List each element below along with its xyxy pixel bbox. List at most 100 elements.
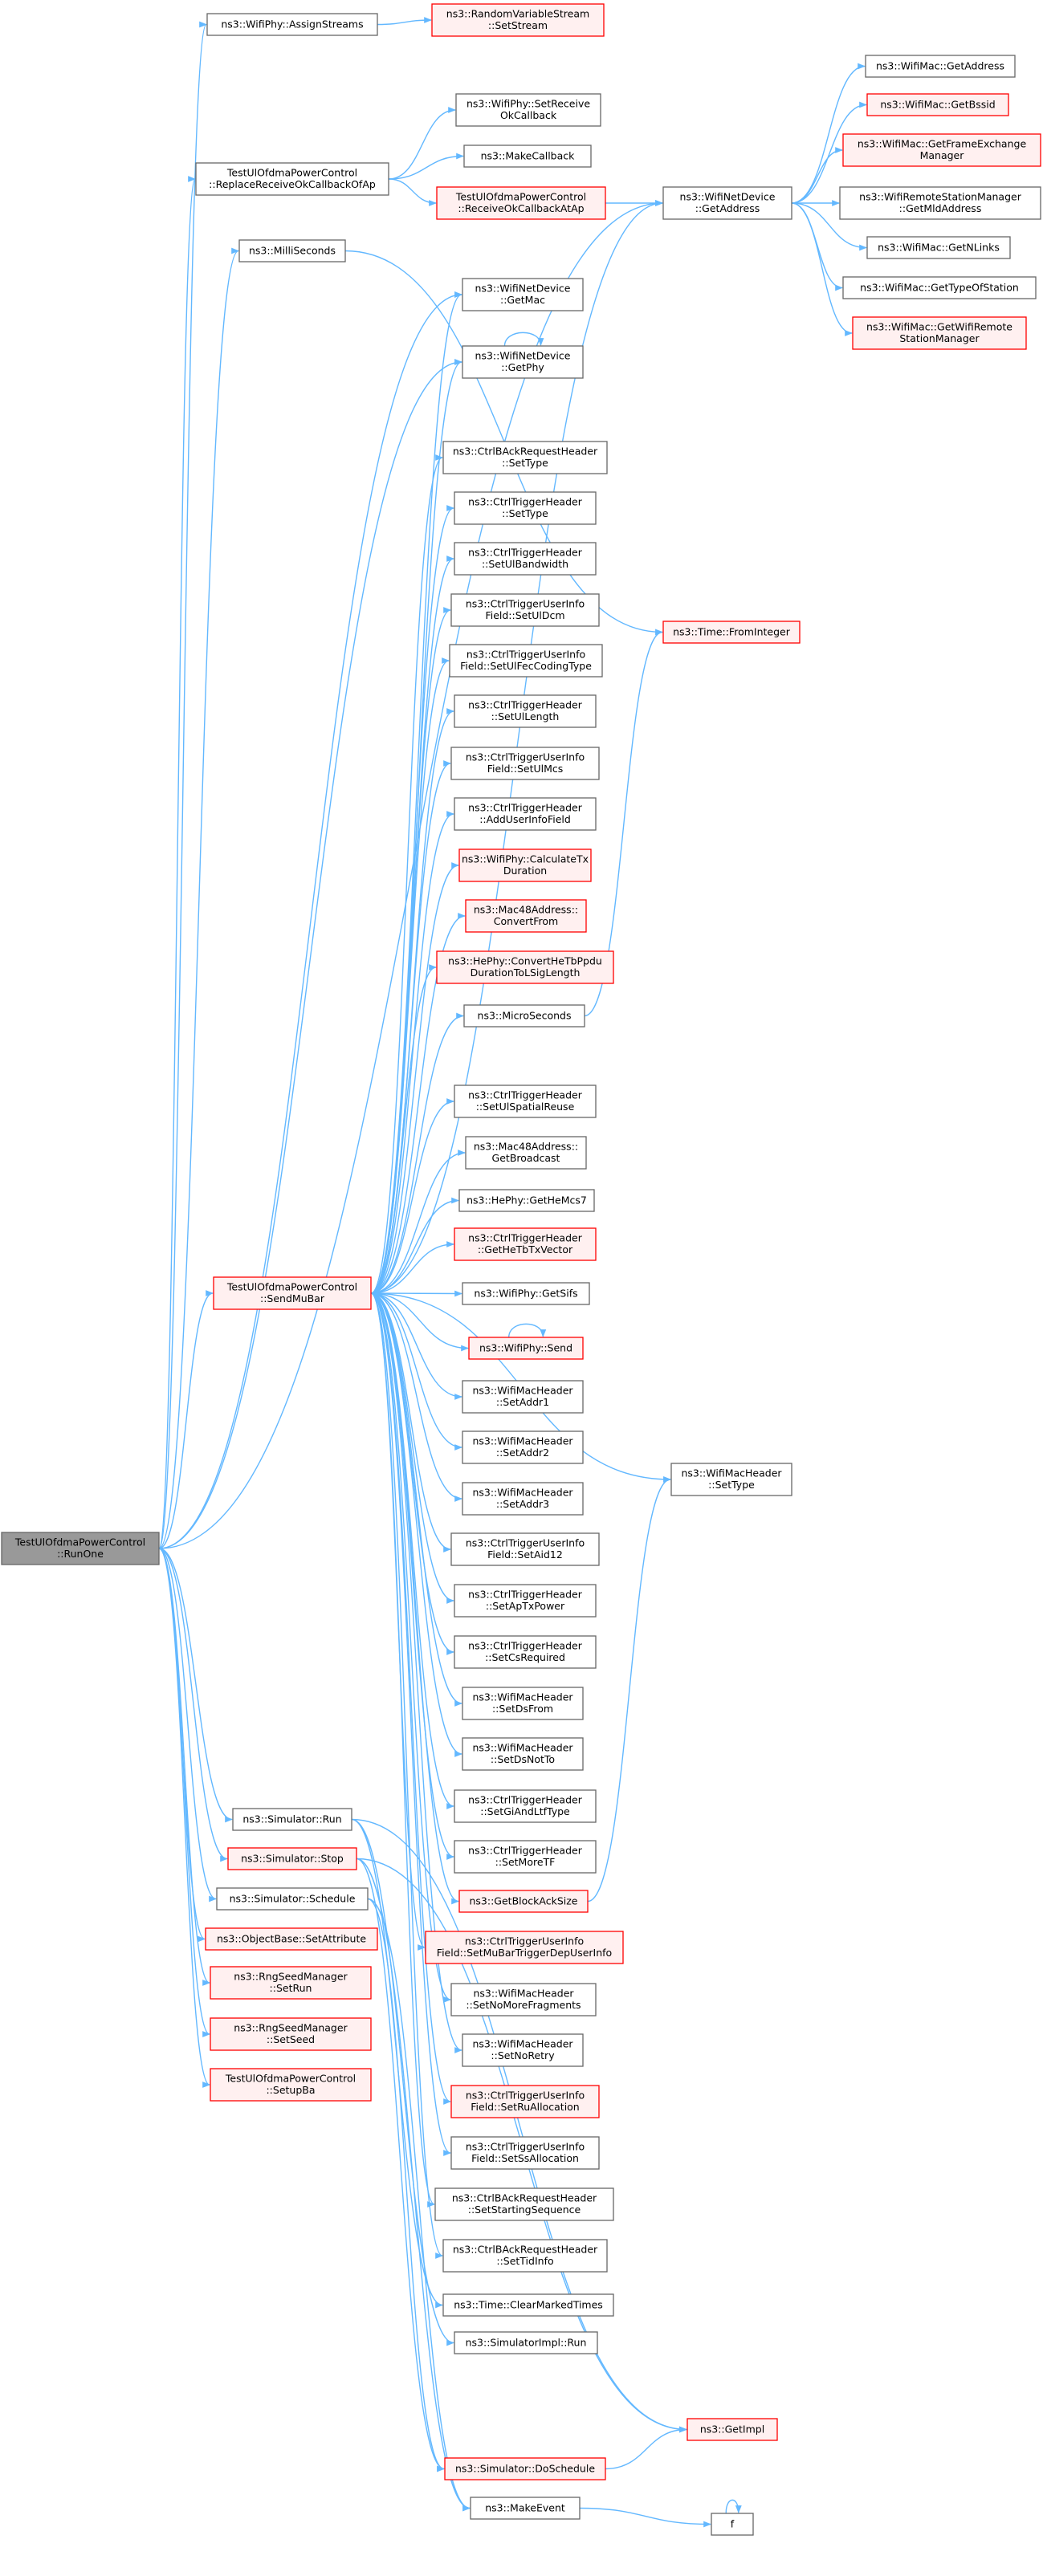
- node-rng_setseed[interactable]: ns3::RngSeedManager::SetSeed: [210, 2017, 372, 2051]
- node-tui_setss[interactable]: ns3::CtrlTriggerUserInfoField::SetSsAllo…: [450, 2136, 600, 2170]
- node-sim_stop[interactable]: ns3::Simulator::Stop: [227, 1847, 357, 1870]
- node-time_clearmarked[interactable]: ns3::Time::ClearMarkedTimes: [442, 2293, 614, 2317]
- node-makecallback[interactable]: ns3::MakeCallback: [463, 144, 592, 168]
- node-mac_getnlinks[interactable]: ns3::WifiMac::GetNLinks: [866, 236, 1011, 259]
- edge-sendmubar-to-tui_setaid12: [370, 1292, 451, 1553]
- node-label: ns3::CtrlTriggerUserInfo: [466, 2090, 585, 2102]
- node-hephy_convert[interactable]: ns3::HePhy::ConvertHeTbPpduDurationToLSi…: [436, 950, 614, 984]
- node-box: [210, 2068, 372, 2102]
- node-mac_getaddress[interactable]: ns3::WifiMac::GetAddress: [865, 55, 1016, 78]
- edge-wnd_getaddress-to-mac_getwrsm: [791, 202, 853, 336]
- node-tui_setulfec[interactable]: ns3::CtrlTriggerUserInfoField::SetUlFecC…: [449, 644, 603, 678]
- node-label: TestUlOfdmaPowerControl: [226, 1281, 357, 1293]
- node-mac48_convertfrom[interactable]: ns3::Mac48Address::ConvertFrom: [465, 899, 587, 933]
- node-label: ns3::Simulator::Schedule: [230, 1892, 356, 1904]
- node-getimpl[interactable]: ns3::GetImpl: [687, 2418, 778, 2441]
- node-time_frominteger[interactable]: ns3::Time::FromInteger: [662, 621, 801, 644]
- node-trig_setulbw[interactable]: ns3::CtrlTriggerHeader::SetUlBandwidth: [454, 542, 597, 576]
- node-label: Field::SetAid12: [487, 1548, 563, 1561]
- node-mac_gettypeofstation[interactable]: ns3::WifiMac::GetTypeOfStation: [842, 276, 1037, 299]
- node-simimpl_run[interactable]: ns3::SimulatorImpl::Run: [454, 2331, 598, 2354]
- node-ob_setattribute[interactable]: ns3::ObjectBase::SetAttribute: [205, 1927, 378, 1951]
- node-label: TestUlOfdmaPowerControl: [225, 2073, 356, 2085]
- node-trig_setulsr[interactable]: ns3::CtrlTriggerHeader::SetUlSpatialReus…: [454, 1085, 597, 1118]
- node-box: [442, 2293, 614, 2317]
- node-microseconds[interactable]: ns3::MicroSeconds: [463, 1004, 585, 1028]
- node-box: [462, 1687, 584, 1720]
- node-label: ns3::WifiMac::GetBssid: [880, 98, 995, 110]
- node-barh_setss[interactable]: ns3::CtrlBAckRequestHeader::SetStartingS…: [434, 2187, 614, 2221]
- node-runone[interactable]: TestUlOfdmaPowerControl::RunOne: [1, 1532, 160, 1565]
- node-wmh_setnomorefrag[interactable]: ns3::WifiMacHeader::SetNoMoreFragments: [450, 1983, 597, 2016]
- node-assignstreams[interactable]: ns3::WifiPhy::AssignStreams: [206, 13, 378, 36]
- node-label: Field::SetUlDcm: [485, 609, 564, 621]
- node-trig_setgiltf[interactable]: ns3::CtrlTriggerHeader::SetGiAndLtfType: [454, 1789, 597, 1823]
- node-mac48_getbroadcast[interactable]: ns3::Mac48Address::GetBroadcast: [465, 1136, 587, 1170]
- node-trig_gethetbtx[interactable]: ns3::CtrlTriggerHeader::GetHeTbTxVector: [454, 1227, 597, 1261]
- node-phy_getsifs[interactable]: ns3::WifiPhy::GetSifs: [462, 1282, 590, 1305]
- node-milliseconds[interactable]: ns3::MilliSeconds: [238, 239, 346, 262]
- node-label: ns3::WifiMacHeader: [472, 1385, 573, 1397]
- node-wrsm_getmld[interactable]: ns3::WifiRemoteStationManager::GetMldAdd…: [839, 186, 1041, 220]
- node-wmh_setaddr2[interactable]: ns3::WifiMacHeader::SetAddr2: [462, 1430, 584, 1464]
- node-wnd_getmac[interactable]: ns3::WifiNetDevice::GetMac: [462, 278, 584, 311]
- edge-wnd_getphy-to-wnd_getphy: [503, 332, 544, 347]
- node-trig_setmoretf[interactable]: ns3::CtrlTriggerHeader::SetMoreTF: [454, 1840, 597, 1874]
- node-trig_adduserinfo[interactable]: ns3::CtrlTriggerHeader::AddUserInfoField: [454, 797, 597, 831]
- node-box: [865, 55, 1016, 78]
- node-setstream[interactable]: ns3::RandomVariableStream::SetStream: [431, 3, 605, 37]
- node-label: ::GetPhy: [501, 361, 544, 373]
- node-f[interactable]: f: [711, 2513, 754, 2536]
- node-sim_doschedule[interactable]: ns3::Simulator::DoSchedule: [444, 2457, 606, 2480]
- node-wmh_setdsnotto[interactable]: ns3::WifiMacHeader::SetDsNotTo: [462, 1737, 584, 1771]
- node-box: [454, 542, 597, 576]
- node-mac_getbssid[interactable]: ns3::WifiMac::GetBssid: [866, 93, 1009, 116]
- node-trig_settype[interactable]: ns3::CtrlTriggerHeader::SetType: [454, 491, 597, 525]
- edge-sendmubar-to-wmh_setaddr1: [370, 1292, 462, 1400]
- node-label: ns3::MakeCallback: [481, 149, 576, 161]
- node-getblockacksize[interactable]: ns3::GetBlockAckSize: [458, 1890, 589, 1913]
- edge-sendmubar-to-barh_setss: [370, 1292, 435, 2208]
- node-sim_run[interactable]: ns3::Simulator::Run: [232, 1808, 352, 1831]
- node-setupba[interactable]: TestUlOfdmaPowerControl::SetupBa: [210, 2068, 372, 2102]
- node-tui_setmubar[interactable]: ns3::CtrlTriggerUserInfoField::SetMuBarT…: [425, 1931, 624, 1964]
- node-hephy_gethemcs7[interactable]: ns3::HePhy::GetHeMcs7: [458, 1189, 595, 1212]
- node-trig_setcsreq[interactable]: ns3::CtrlTriggerHeader::SetCsRequired: [454, 1635, 597, 1669]
- node-trig_setullength[interactable]: ns3::CtrlTriggerHeader::SetUlLength: [454, 694, 597, 728]
- edge-sendmubar-to-microseconds: [370, 1012, 464, 1294]
- node-box: [454, 2331, 598, 2354]
- node-box: [662, 621, 801, 644]
- node-wnd_getaddress[interactable]: ns3::WifiNetDevice::GetAddress: [662, 186, 792, 220]
- node-sim_schedule[interactable]: ns3::Simulator::Schedule: [216, 1887, 369, 1911]
- node-trig_setaptx[interactable]: ns3::CtrlTriggerHeader::SetApTxPower: [454, 1584, 597, 1618]
- node-barh_settid[interactable]: ns3::CtrlBAckRequestHeader::SetTidInfo: [442, 2239, 608, 2273]
- node-barh_settype[interactable]: ns3::CtrlBAckRequestHeader::SetType: [442, 441, 608, 474]
- node-box: [442, 441, 608, 474]
- node-sendmubar[interactable]: TestUlOfdmaPowerControl::SendMuBar: [213, 1276, 372, 1310]
- node-tui_setru[interactable]: ns3::CtrlTriggerUserInfoField::SetRuAllo…: [450, 2085, 600, 2118]
- node-box: [454, 1635, 597, 1669]
- node-wmh_setdsfrom[interactable]: ns3::WifiMacHeader::SetDsFrom: [462, 1687, 584, 1720]
- node-receiveokap[interactable]: TestUlOfdmaPowerControl::ReceiveOkCallba…: [436, 186, 606, 220]
- node-replacerecv[interactable]: TestUlOfdmaPowerControl::ReplaceReceiveO…: [195, 162, 389, 196]
- nodes-layer: TestUlOfdmaPowerControl::RunOnens3::Wifi…: [1, 3, 1041, 2536]
- node-phy_send[interactable]: ns3::WifiPhy::Send: [468, 1337, 584, 1360]
- node-box: [434, 2187, 614, 2221]
- node-wnd_getphy[interactable]: ns3::WifiNetDevice::GetPhy: [462, 345, 584, 379]
- edge-wnd_getaddress-to-mac_getbssid: [791, 101, 867, 204]
- node-wmh_settype[interactable]: ns3::WifiMacHeader::SetType: [670, 1463, 792, 1496]
- node-rng_setrun[interactable]: ns3::RngSeedManager::SetRun: [210, 1966, 372, 2000]
- edge-sendmubar-to-mac48_convertfrom: [370, 913, 466, 1294]
- node-mac_getwrsm[interactable]: ns3::WifiMac::GetWifiRemoteStationManage…: [852, 316, 1027, 350]
- node-makeevent[interactable]: ns3::MakeEvent: [470, 2497, 581, 2520]
- node-wmh_setaddr3[interactable]: ns3::WifiMacHeader::SetAddr3: [462, 1482, 584, 1516]
- node-label: ns3::CtrlBAckRequestHeader: [452, 2192, 597, 2204]
- node-wmh_setaddr1[interactable]: ns3::WifiMacHeader::SetAddr1: [462, 1380, 584, 1414]
- node-wmh_setnoretry[interactable]: ns3::WifiMacHeader::SetNoRetry: [462, 2033, 584, 2067]
